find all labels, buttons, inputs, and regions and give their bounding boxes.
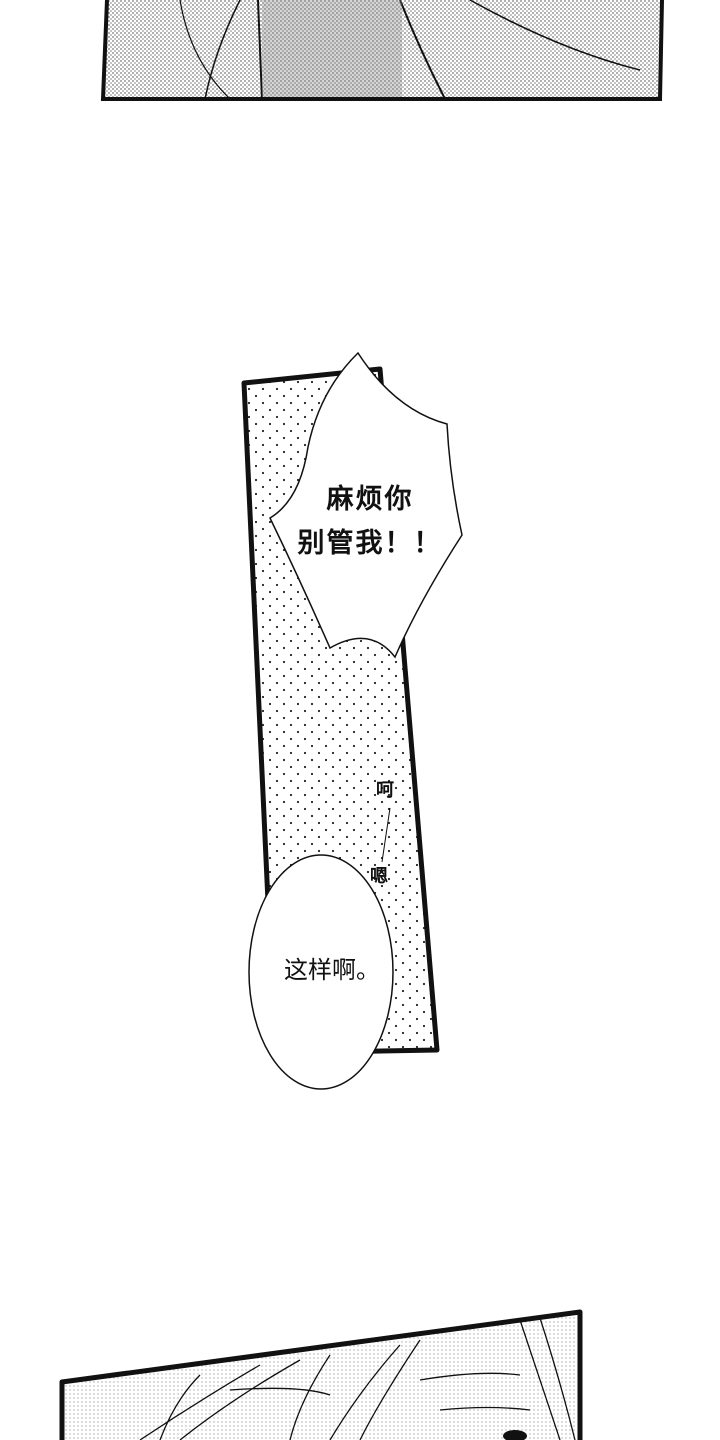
top-panel [100,0,664,101]
bottom-panel [59,1309,583,1440]
shout-bubble [269,351,463,659]
shout-line-2: 别管我！！ [297,528,443,559]
sfx-en: 嗯 [370,866,388,887]
sfx-he: 呵 [376,780,394,801]
calm-bubble [248,854,394,1090]
sfx-connector [381,807,391,863]
shout-line-1: 麻烦你 [326,484,414,515]
calm-bubble-text: 这样啊。 [284,956,380,984]
shout-bubble-text: 麻烦你 别管我！！ [290,478,450,566]
